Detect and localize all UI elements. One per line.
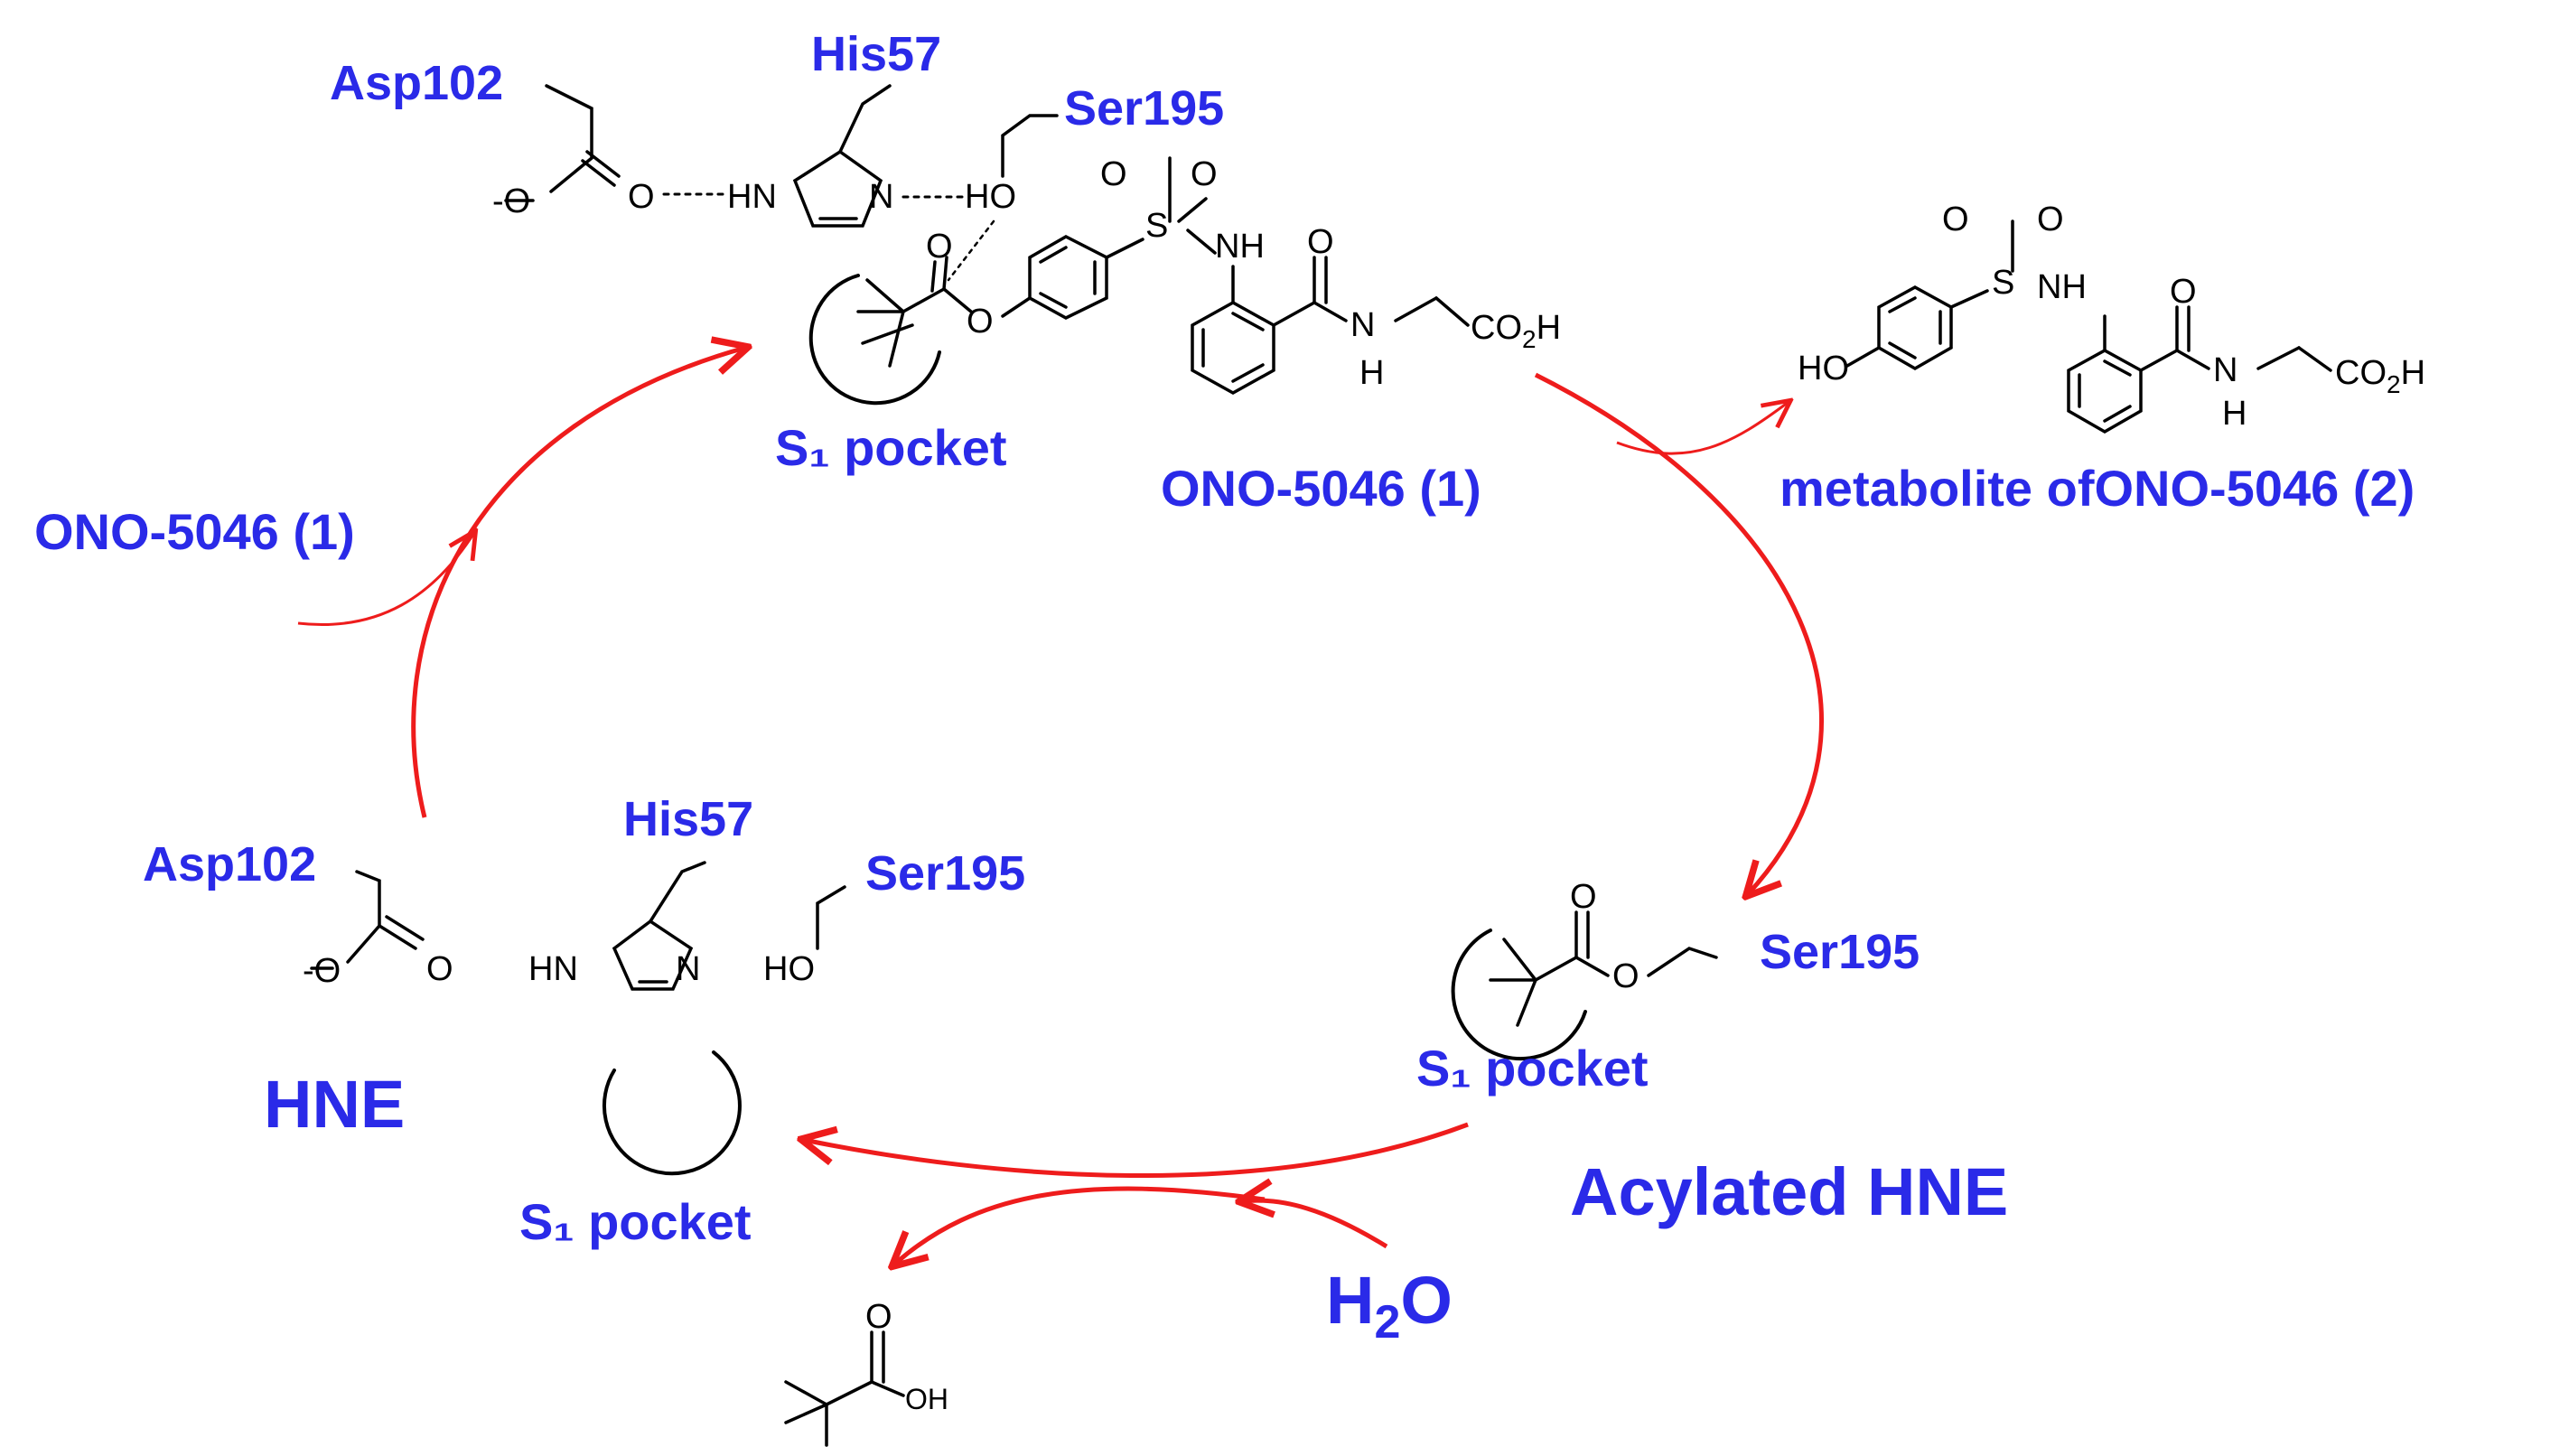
label-his57-top: His57	[811, 27, 941, 81]
label-water: H2O	[1326, 1263, 1453, 1349]
atom-pivalic-o: O	[865, 1298, 892, 1336]
atom-sulfonyl-o1: O	[1100, 155, 1127, 193]
hne-asp102-chain	[346, 870, 381, 964]
atom-ester-o: O	[967, 303, 994, 341]
atom-his-hn: HN	[727, 178, 777, 216]
atom-amide-h: H	[1359, 354, 1384, 392]
atom-hne-ser-ho: HO	[763, 950, 815, 988]
atom-metabolite-co2h: CO2H	[2335, 354, 2425, 398]
atom-acyl-ester-o: O	[1612, 957, 1639, 995]
atom-metabolite-so-o2: O	[2037, 201, 2064, 238]
ser195-chain	[1001, 114, 1059, 178]
label-free-enzyme: HNE	[264, 1067, 405, 1142]
enzyme-inhibitor-complex	[504, 84, 1470, 406]
hne-ser195-chain	[816, 885, 846, 950]
atom-metabolite-amide-h: H	[2222, 395, 2247, 433]
his57-imidazole	[792, 149, 883, 228]
atom-hne-carboxylate: -O	[303, 952, 341, 990]
arrow-metabolite-release	[1616, 402, 1789, 455]
atom-ser-ho: HO	[965, 178, 1016, 216]
atom-metabolite-sulfur: S	[1992, 264, 2014, 302]
atom-ester-co-o: O	[926, 228, 953, 266]
atom-metabolite-so-o1: O	[1942, 201, 1969, 238]
atom-asp-carboxylate: -O	[492, 182, 530, 220]
atom-co2h: CO2H	[1471, 309, 1561, 353]
label-s1-pocket-acyl: S₁ pocket	[1416, 1040, 1649, 1097]
hne-his57-imidazole	[612, 919, 694, 991]
label-ser195-acyl: Ser195	[1760, 925, 1920, 979]
label-s1-pocket-top: S₁ pocket	[775, 419, 1007, 476]
atom-sulfur: S	[1145, 207, 1168, 245]
blue-labels: Asp102 His57 Ser195 S₁ pocket ONO-5046 (…	[34, 27, 2415, 1349]
arrow-water-inflow	[1242, 1200, 1388, 1249]
s1-pocket-arc-top	[808, 274, 941, 406]
atom-amide-n: N	[1350, 306, 1375, 344]
label-inhibitor-name: ONO-5046 (1)	[1161, 460, 1481, 517]
pivalic-acid-structure	[784, 1330, 905, 1447]
atom-his-n: N	[869, 178, 893, 216]
atom-hne-his-hn: HN	[528, 950, 578, 988]
acylated-hne-structure	[1451, 910, 1718, 1061]
reaction-arrows	[297, 348, 1824, 1265]
atom-sulfonamide-nh: NH	[1215, 228, 1265, 266]
label-ser195-bottom: Ser195	[865, 846, 1025, 901]
label-inhibitor-inflow: ONO-5046 (1)	[34, 503, 355, 560]
acyl-s1-pocket-arc	[1451, 929, 1587, 1061]
atom-metabolite-ho: HO	[1798, 350, 1849, 387]
free-hne-structure	[310, 861, 846, 1176]
atom-metabolite-amide-o: O	[2170, 273, 2197, 311]
atom-asp-o: O	[628, 178, 655, 216]
atom-amide-o: O	[1307, 223, 1334, 261]
atom-hne-asp-o: O	[426, 950, 453, 988]
label-metabolite: metabolite ofONO-5046 (2)	[1780, 460, 2415, 517]
atom-acyl-carbonyl-o: O	[1570, 878, 1597, 916]
label-s1-pocket-bottom: S₁ pocket	[519, 1193, 752, 1250]
metabolite-structure	[1845, 219, 2332, 434]
atom-metabolite-nh: NH	[2037, 268, 2087, 306]
arrow-acyl-to-hne	[804, 1122, 1469, 1178]
label-acyl-enzyme: Acylated HNE	[1570, 1154, 2008, 1229]
hne-s1-pocket-arc	[602, 1050, 742, 1176]
hbond-ser-carbonyl	[947, 219, 995, 282]
label-ser195-top: Ser195	[1064, 81, 1224, 135]
atom-labels: -O O HN N HO O O S O O NH O N H CO2H HO …	[303, 155, 2425, 1415]
label-asp102-top: Asp102	[330, 56, 503, 110]
atom-pivalic-oh: OH	[905, 1383, 948, 1415]
atom-sulfonyl-o2: O	[1191, 155, 1218, 193]
asp102-chain	[545, 84, 593, 193]
label-asp102-bottom: Asp102	[143, 837, 316, 891]
arrow-hne-to-complex	[411, 348, 745, 818]
arrow-complex-to-acyl	[1534, 372, 1824, 894]
atom-metabolite-amide-n: N	[2213, 351, 2237, 389]
arrow-inhibitor-inflow	[297, 533, 474, 626]
label-his57-bottom: His57	[623, 792, 753, 846]
atom-hne-his-n: N	[676, 950, 700, 988]
arrow-to-pivalic-acid	[894, 1186, 1266, 1265]
